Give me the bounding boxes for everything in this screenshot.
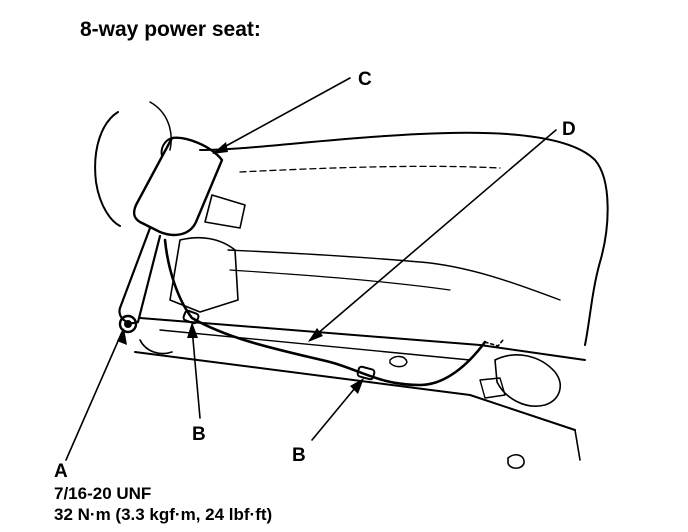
callout-b-right: B [292, 445, 306, 466]
buckle-c-top [160, 137, 173, 157]
bolt-thread-spec: 7/16-20 UNF [54, 484, 152, 503]
bolt-torque-spec: 32 N·m (3.3 kgf·m, 24 lbf·ft) [54, 505, 273, 524]
seat-cushion-side-2 [229, 269, 451, 291]
harness-d-end [484, 339, 504, 347]
anchor-bolt-a-center [124, 320, 132, 328]
harness-d [163, 238, 487, 387]
seat-back-outline [94, 111, 121, 227]
callout-b-left: B [192, 424, 206, 445]
clip-b-1 [182, 309, 200, 325]
diagram-title: 8-way power seat: [80, 18, 261, 41]
buckle-c-body [132, 136, 224, 237]
callout-c: C [358, 69, 372, 90]
rail-bolt [507, 454, 525, 470]
leader-b2-arrow [350, 378, 364, 394]
leader-b2 [311, 381, 361, 441]
leader-b1-arrow [187, 322, 198, 338]
clip-b-2 [356, 365, 376, 381]
leader-c-arrow [212, 142, 228, 154]
rail-front-foot [139, 339, 173, 355]
seat-cushion-front [239, 165, 501, 173]
leader-b1 [191, 327, 201, 419]
rear-bracket [479, 377, 506, 399]
leader-d-arrow [308, 328, 323, 342]
callout-d: D [562, 119, 576, 140]
seat-rail-inner [159, 329, 471, 361]
rail-slot [389, 355, 408, 368]
rear-mechanism [494, 354, 561, 407]
callout-a: A [54, 461, 68, 482]
seat-back-inner [149, 101, 172, 151]
seat-cushion-side [227, 249, 561, 301]
leader-c [214, 77, 351, 153]
seat-rail-bottom [134, 351, 576, 431]
buckle-stalk [118, 226, 162, 325]
seat-cushion-outline [199, 131, 609, 346]
anchor-bolt-a [118, 314, 138, 334]
seat-rail-end [574, 429, 581, 461]
seat-frame [204, 194, 246, 229]
seat-rail-top [139, 317, 586, 361]
leader-d [309, 129, 557, 341]
leader-a [65, 331, 123, 461]
leader-a-arrow [117, 328, 127, 345]
frame-lower [169, 236, 239, 313]
